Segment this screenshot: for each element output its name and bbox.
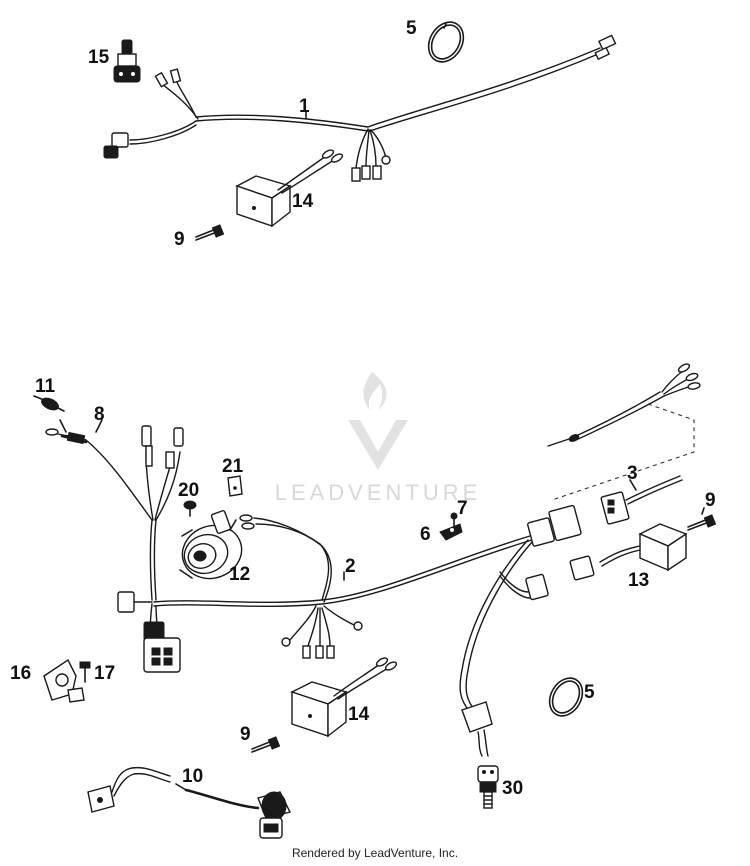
relay-part-14-top (235, 149, 344, 228)
callout-5-bottom: 5 (584, 682, 595, 703)
callout-14-bottom: 14 (348, 704, 370, 725)
screw-part-7 (450, 512, 458, 527)
footer-credit: Rendered by LeadVenture, Inc. (291, 846, 459, 860)
watermark-text: LEADVENTURE (275, 480, 482, 505)
bolt-part-9-top (195, 224, 225, 241)
bracket-part-16 (43, 658, 85, 703)
callout-17: 17 (94, 663, 115, 684)
sensor-part-30 (477, 765, 499, 809)
callout-3: 3 (627, 463, 638, 484)
clamp-part-6 (439, 523, 463, 541)
callout-9-top: 9 (174, 229, 185, 250)
callout-13: 13 (628, 570, 649, 591)
leader-lines (59, 23, 705, 791)
callout-15: 15 (88, 47, 110, 68)
callout-5-top: 5 (406, 18, 417, 39)
bracket-part-21 (227, 475, 243, 497)
callout-2: 2 (345, 556, 356, 577)
wire-lead-part-8 (45, 428, 88, 445)
regulator-part-13 (569, 523, 688, 581)
bolt-part-9-bottom (251, 736, 281, 753)
bolt-part-9-right (687, 514, 717, 531)
callout-14-top: 14 (292, 191, 314, 212)
cable-part-10 (87, 766, 292, 839)
cable-tie-part-5-bottom (548, 677, 584, 717)
leadventure-watermark: LEADVENTURE (275, 372, 482, 505)
wiring-harness-1 (103, 34, 617, 182)
callout-20: 20 (178, 480, 199, 501)
callout-21: 21 (222, 456, 244, 477)
cable-tie-part-5-top (427, 21, 465, 63)
callout-9-bottom: 9 (240, 724, 251, 745)
callout-11: 11 (35, 376, 56, 397)
callout-9-right: 9 (705, 490, 716, 511)
switch-part-15 (113, 39, 141, 83)
screw-part-17 (79, 661, 91, 683)
wiring-harness-2 (57, 425, 582, 757)
callout-10: 10 (182, 766, 203, 787)
callout-16: 16 (10, 663, 31, 684)
screw-part-20 (183, 500, 197, 517)
relay-part-14-bottom (290, 657, 398, 738)
callout-7: 7 (457, 498, 468, 519)
callout-30: 30 (502, 778, 523, 799)
callout-8: 8 (94, 404, 105, 425)
callout-6: 6 (420, 524, 431, 545)
horn-part-12 (179, 510, 243, 580)
connector-part-3 (547, 363, 701, 525)
callout-12: 12 (229, 564, 250, 585)
bulb-part-11 (33, 395, 65, 412)
callout-1: 1 (299, 96, 310, 117)
callout-labels: 1 5 15 14 9 11 8 21 20 12 2 7 6 3 9 13 1… (10, 18, 716, 799)
